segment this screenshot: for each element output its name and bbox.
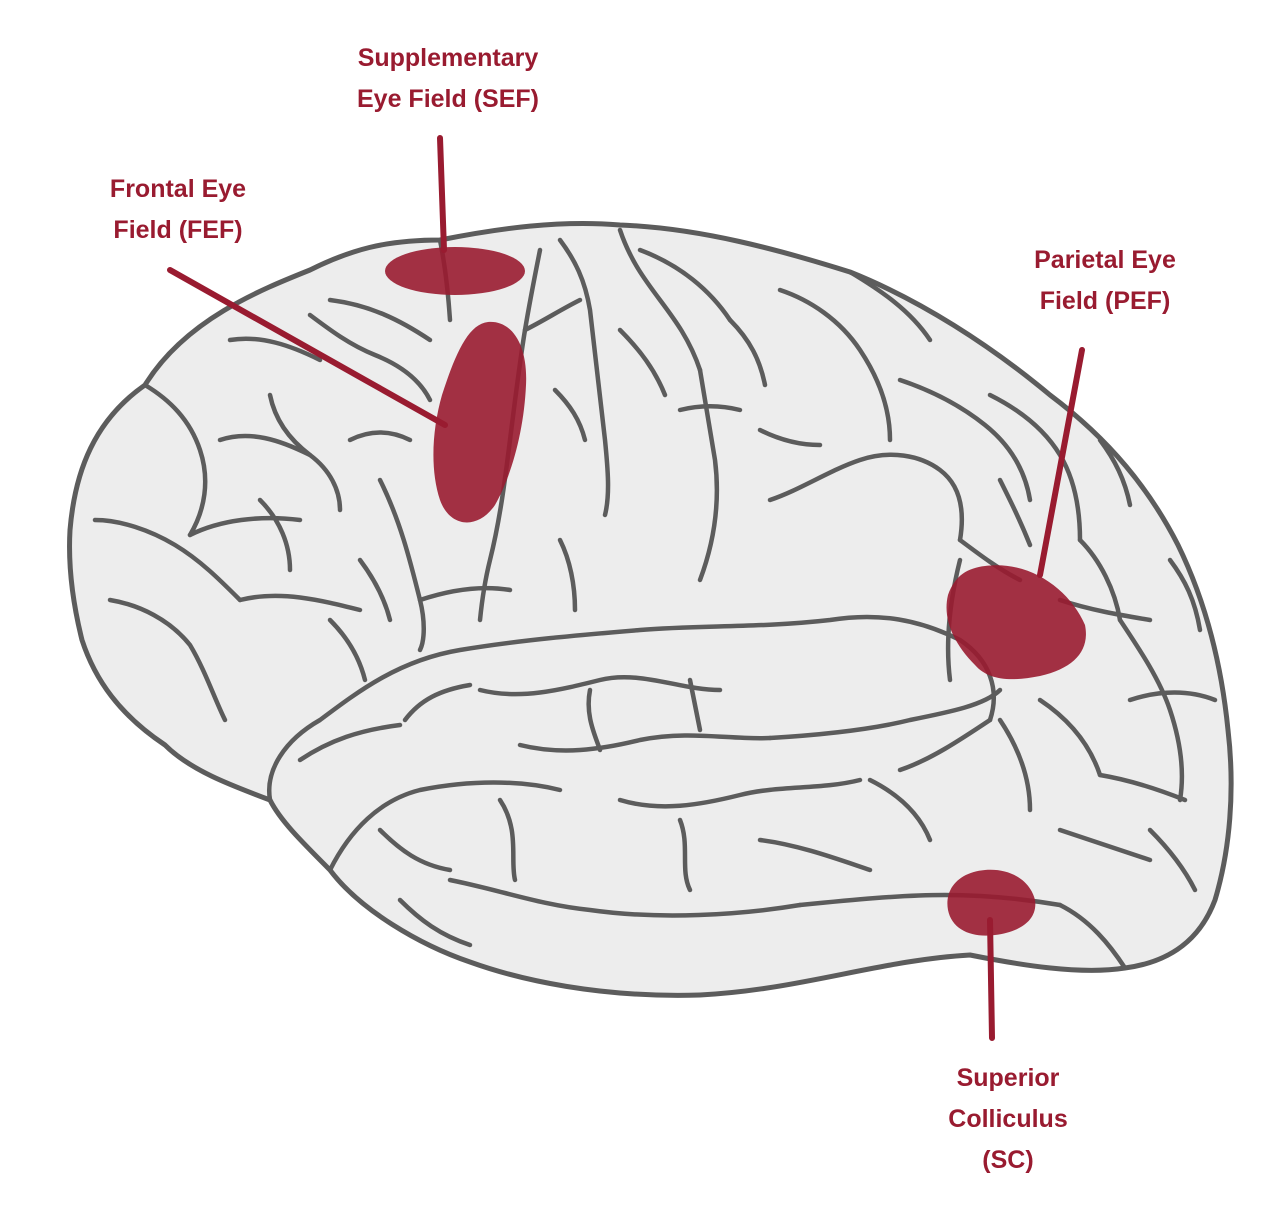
label-sc: Superior Colliculus (SC): [868, 1058, 1148, 1181]
label-sef: Supplementary Eye Field (SEF): [298, 38, 598, 120]
region-fef: [433, 321, 527, 523]
label-fef: Frontal Eye Field (FEF): [38, 169, 318, 251]
leader-line-sef: [437, 135, 447, 253]
label-fef-line1: Frontal Eye: [109, 175, 247, 203]
label-sef-line1: Supplementary: [357, 44, 539, 72]
label-sc-line3: (SC): [982, 1146, 1034, 1174]
brain-folds: [92, 227, 1218, 971]
label-fef-line2: Field (FEF): [113, 216, 243, 244]
leader-line-sc: [987, 917, 995, 1041]
leader-line-fef: [167, 267, 448, 428]
leader-line-pef: [1037, 347, 1085, 578]
region-pef: [946, 565, 1086, 680]
label-sc-line2: Colliculus: [948, 1105, 1068, 1133]
label-sef-line2: Eye Field (SEF): [357, 85, 539, 113]
label-pef: Parietal Eye Field (PEF): [965, 240, 1245, 322]
region-sc: [947, 869, 1036, 936]
region-sef: [385, 247, 525, 295]
label-sc-line1: Superior: [956, 1064, 1060, 1092]
leader-lines: [167, 135, 1085, 1041]
highlight-regions: [385, 247, 1086, 936]
label-pef-line1: Parietal Eye: [1034, 246, 1176, 274]
label-pef-line2: Field (PEF): [1039, 287, 1171, 315]
